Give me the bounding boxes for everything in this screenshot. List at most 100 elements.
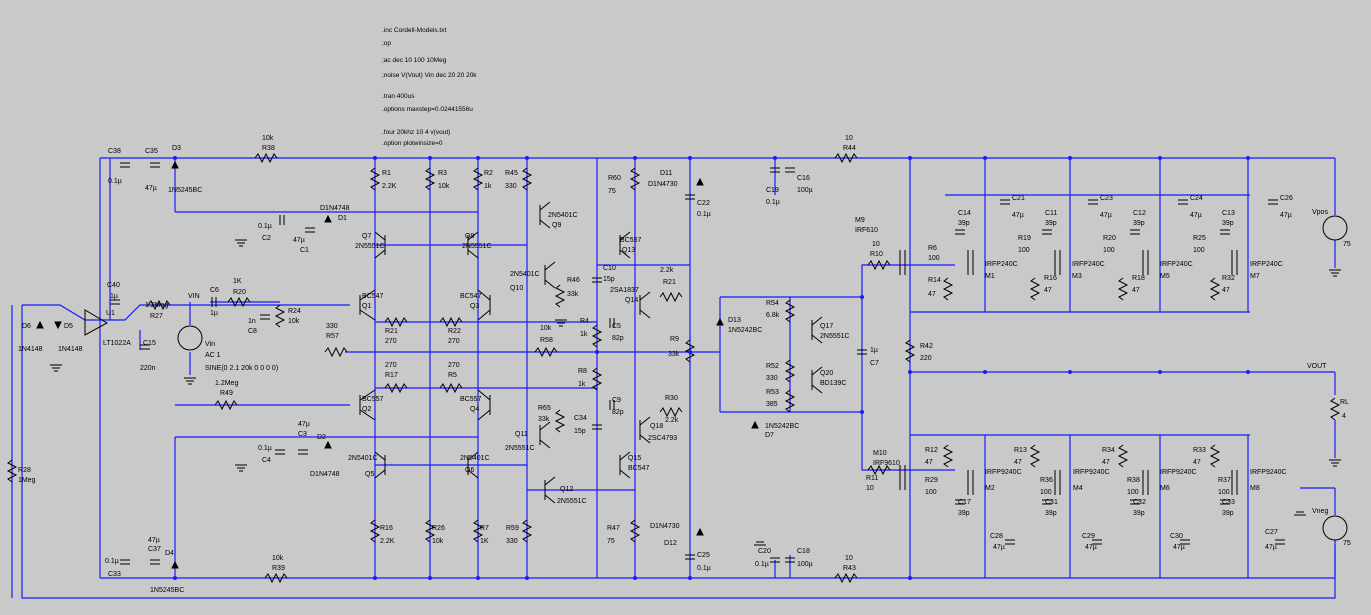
mosfet-m6 [1142,470,1149,495]
resistor-r13 [1029,444,1041,468]
label-m5m: IRFP240C [1160,261,1193,268]
label-r18: R18 [1132,275,1145,282]
resistor-r46 [554,284,566,308]
resistor-r20 [227,296,251,308]
label-r54: R54 [766,300,779,307]
capacitor-c22 [685,194,695,200]
label-c12v: 39p [1133,220,1145,227]
capacitor-c37 [150,559,160,565]
label-r32v: 47 [1222,287,1230,294]
resistor-rl [1329,397,1341,421]
label-q7: Q7 [362,233,371,240]
label-c32v: 39p [1133,510,1145,517]
capacitor-c17 [955,499,965,505]
label-r34: R34 [1102,447,1115,454]
label-r18v: 47 [1132,287,1140,294]
capacitor-c3 [298,449,308,455]
label-r46v: 33k [567,291,579,298]
resistor-r21b [659,291,683,303]
label-r49v: 1.2Meg [215,380,238,387]
label-c14v: 39p [958,220,970,227]
label-q15m: BC547 [628,465,650,472]
resistor-r47 [629,519,641,543]
label-r17v: 270 [385,362,397,369]
label-r4: R4 [580,318,589,325]
ground-3 [555,319,567,327]
capacitor-c11 [1042,229,1052,235]
capacitor-c1 [305,227,315,233]
label-r47: R47 [607,525,620,532]
label-m6m: IRFP9240C [1160,469,1197,476]
diode-d5 [54,321,62,330]
resistor-r1 [369,167,381,191]
label-c4v: 0.1µ [258,445,272,452]
label-c25: C25 [697,552,710,559]
label-q12m: 2N5551C [557,498,587,505]
label-vnegv: 75 [1343,540,1351,547]
label-r45v: 330 [505,183,517,190]
mosfet-m7 [1231,250,1238,275]
resistor-r38 [254,152,278,164]
label-q18m: 2SC4793 [648,435,677,442]
label-q8: Q8 [465,233,474,240]
label-c12: C12 [1133,210,1146,217]
label-q6m: 2N5401C [460,455,490,462]
label-r8: R8 [578,368,587,375]
label-r58v: 10k [540,325,552,332]
label-q5: Q5 [365,471,374,478]
resistor-r42 [904,339,916,363]
label-c10v: 15p [603,276,615,283]
label-q9: Q9 [552,222,561,229]
label-c29v: 47µ [1085,544,1097,551]
resistor-r9 [684,339,696,363]
label-c5v: 82p [612,335,624,342]
label-c17: C17 [958,499,971,506]
label-r17: R17 [385,372,398,379]
label-r39: R39 [272,565,285,572]
label-r19v: 100 [1018,247,1030,254]
label-d1: D1 [338,215,347,222]
wire-opamp [22,304,175,321]
label-q8m: 2N5551C [462,243,492,250]
label-r53v: 385 [766,401,778,408]
label-q10: Q10 [510,285,523,292]
resistor-r11 [867,464,891,476]
resistor-r26 [424,519,436,543]
label-c19: C19 [766,187,779,194]
capacitor-c12 [1130,229,1140,235]
diode-d6 [36,320,44,329]
directive-7: .four 20khz 10 4 v(vout) [382,129,450,136]
label-r25v: 100 [1193,247,1205,254]
capacitor-c15 [140,344,150,350]
label-r57v: 330 [326,323,338,330]
label-r36v: 100 [1040,489,1052,496]
label-r46: R46 [567,277,580,284]
resistor-r24 [274,304,286,328]
label-u1m: LT1022A [103,340,131,347]
label-d6: D6 [22,323,31,330]
label-d4m: 1N5245BC [150,587,184,594]
label-c19v: 0.1µ [766,199,780,206]
label-d1n6242b: 1N5242BC [765,423,799,430]
resistor-r49 [214,399,238,411]
resistor-r7 [472,519,484,543]
label-r49: R49 [220,390,233,397]
label-q6: Q6 [465,467,474,474]
label-r37v: 100 [1218,489,1230,496]
label-r20: R20 [233,289,246,296]
resistor-r3 [424,167,436,191]
transistor-q12 [544,476,556,504]
label-c25v: 0.1µ [697,565,711,572]
transistor-q13 [619,231,631,259]
label-r21v: 270 [385,338,397,345]
label-q9m: 2N5401C [548,212,578,219]
label-q11: Q11 [515,431,528,438]
label-r22: R22 [448,328,461,335]
junctions [173,156,1250,580]
label-r1: R1 [382,170,391,177]
label-r20bv: 100 [1103,247,1115,254]
label-d11v: D1N4730 [648,181,678,188]
mosfet-m8 [1231,470,1238,495]
resistor-r44 [834,152,858,164]
label-c21: C21 [1012,195,1025,202]
